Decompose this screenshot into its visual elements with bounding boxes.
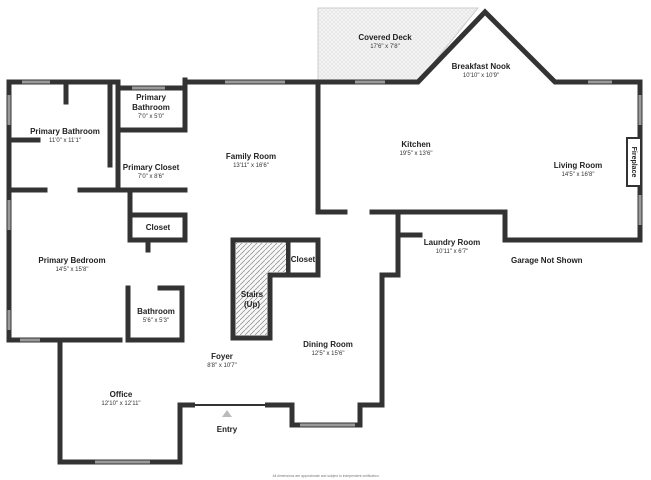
bathroom-dims: 5'6" x 5'3" bbox=[143, 318, 169, 324]
dining-room-dims: 12'5" x 15'6" bbox=[312, 351, 345, 357]
entry-arrow-icon bbox=[222, 410, 232, 417]
foyer-dims: 8'8" x 10'7" bbox=[207, 363, 237, 369]
covered-deck-label: Covered Deck bbox=[358, 33, 412, 42]
room-labels: Covered Deck 17'6" x 7'8" Breakfast Nook… bbox=[30, 33, 602, 407]
kitchen-label: Kitchen bbox=[401, 140, 430, 149]
primary-bedroom-dims: 14'5" x 15'8" bbox=[56, 267, 89, 273]
laundry-room-label: Laundry Room bbox=[424, 238, 480, 247]
office-label: Office bbox=[110, 390, 133, 399]
primary-bathroom-dims: 11'0" x 11'1" bbox=[49, 138, 81, 144]
family-room-label: Family Room bbox=[226, 152, 276, 161]
entry-label: Entry bbox=[217, 425, 238, 434]
disclaimer-text: All dimensions are approximate and subje… bbox=[272, 474, 379, 478]
primary-bedroom-label: Primary Bedroom bbox=[38, 256, 105, 265]
stairs-label-2: (Up) bbox=[244, 300, 260, 309]
primary-bathroom-small-label-2: Bathroom bbox=[132, 103, 170, 112]
primary-bathroom-small-dims: 7'0" x 5'0" bbox=[138, 114, 164, 120]
primary-closet-label: Primary Closet bbox=[123, 163, 180, 172]
bathroom-label: Bathroom bbox=[137, 307, 175, 316]
primary-closet-dims: 7'0" x 8'6" bbox=[138, 174, 164, 180]
breakfast-nook-dims: 10'10" x 10'9" bbox=[463, 73, 499, 79]
family-room-dims: 13'11" x 16'6" bbox=[233, 163, 269, 169]
closet-1-label: Closet bbox=[146, 223, 171, 232]
dining-room-label: Dining Room bbox=[303, 340, 353, 349]
stairs-label-1: Stairs bbox=[241, 290, 264, 299]
fireplace-box bbox=[626, 137, 642, 187]
living-room-label: Living Room bbox=[554, 161, 602, 170]
primary-bathroom-small-label-1: Primary bbox=[136, 93, 166, 102]
exterior-walls bbox=[6, 8, 643, 465]
laundry-room-dims: 10'11" x 6'7" bbox=[436, 249, 468, 255]
living-room-dims: 14'5" x 16'8" bbox=[562, 172, 595, 178]
breakfast-nook-label: Breakfast Nook bbox=[452, 62, 511, 71]
primary-bathroom-label: Primary Bathroom bbox=[30, 127, 100, 136]
windows bbox=[7, 80, 642, 464]
fireplace-label: Fireplace bbox=[630, 147, 637, 178]
closet-2-label: Closet bbox=[291, 255, 316, 264]
stairs-hatch bbox=[236, 243, 286, 335]
interior-walls bbox=[6, 77, 508, 343]
foyer-label: Foyer bbox=[211, 352, 233, 361]
covered-deck-dims: 17'6" x 7'8" bbox=[370, 44, 400, 50]
kitchen-dims: 19'5" x 13'6" bbox=[400, 151, 433, 157]
garage-label: Garage Not Shown bbox=[511, 256, 583, 265]
office-dims: 12'10" x 12'11" bbox=[101, 401, 140, 407]
